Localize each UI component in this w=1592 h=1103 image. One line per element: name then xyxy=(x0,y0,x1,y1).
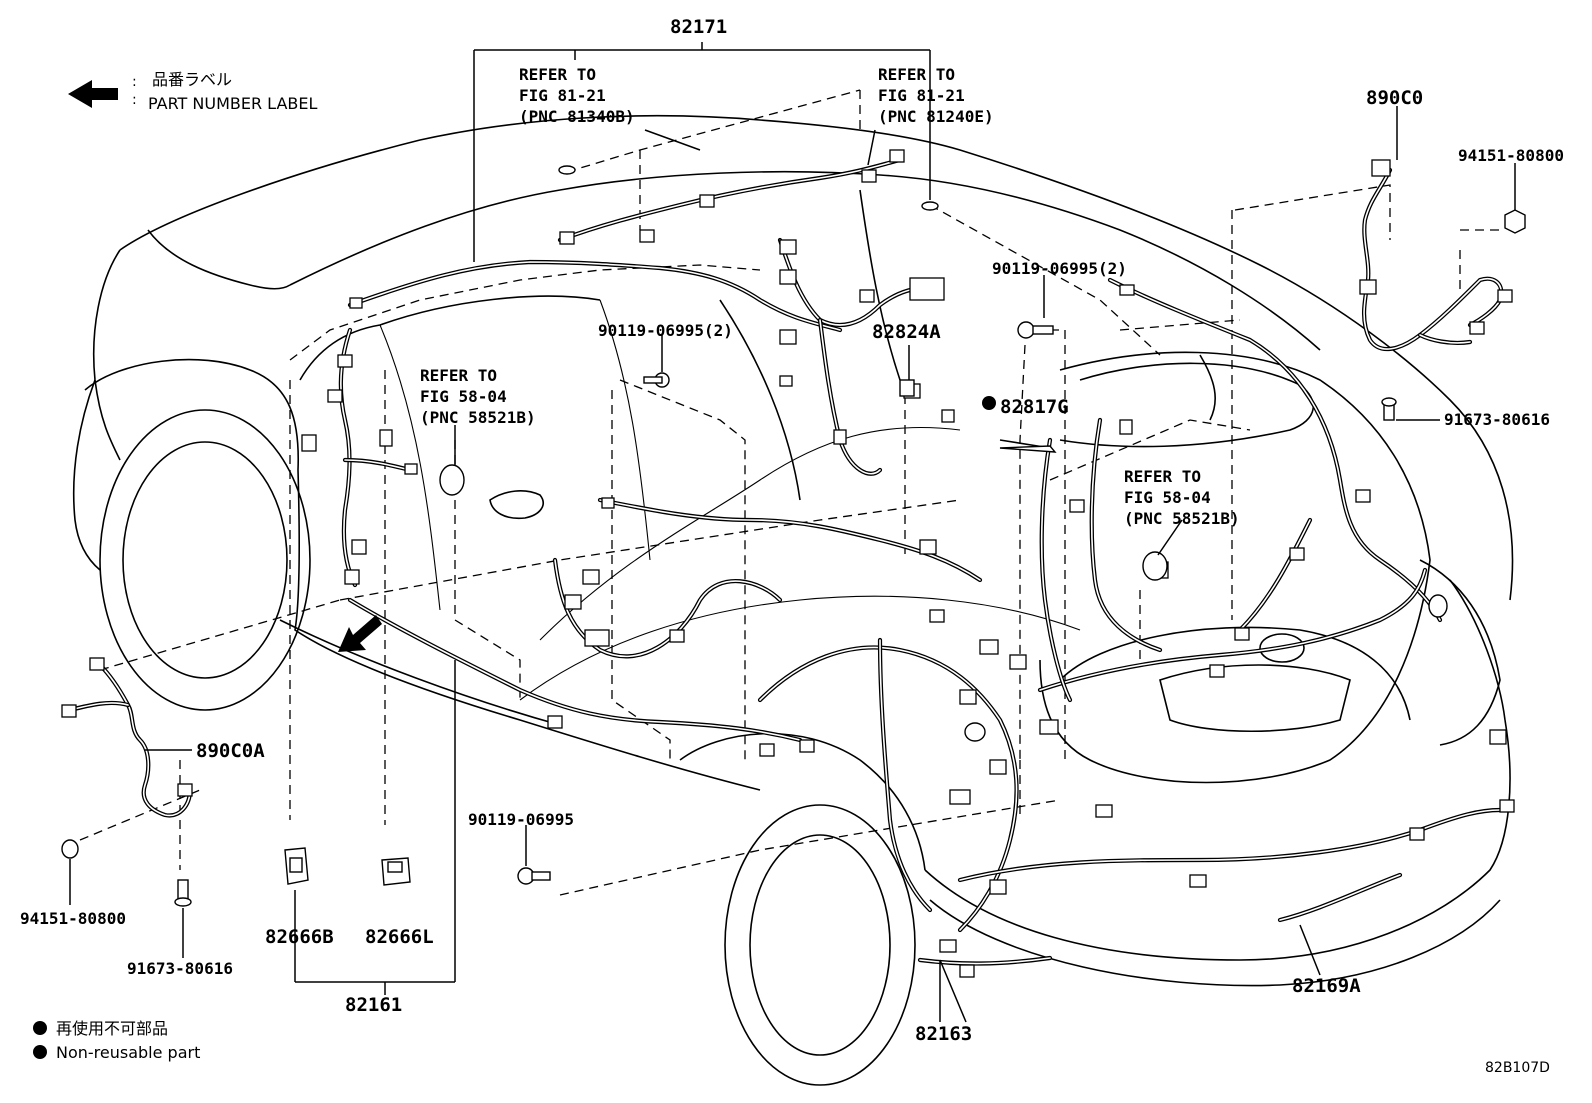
ref-line: (PNC 58521B) xyxy=(1124,509,1240,528)
part-label-82817G[interactable]: 82817G xyxy=(1000,396,1069,418)
part-label-82161[interactable]: 82161 xyxy=(345,994,402,1016)
part-label-91673-lower[interactable]: 91673-80616 xyxy=(127,959,233,978)
ref-line: REFER TO xyxy=(878,65,955,84)
legend-non-reusable-en: Non-reusable part xyxy=(56,1043,200,1062)
part-label-82824A[interactable]: 82824A xyxy=(872,321,941,343)
ref-note-3: REFER TO FIG 58-04 (PNC 58521B) xyxy=(420,366,536,427)
legend-separator-bottom: : xyxy=(132,92,137,108)
legend-label-en: PART NUMBER LABEL xyxy=(148,94,317,113)
part-numbers: 82171 890C0 94151-80800 90119-06995(2) 8… xyxy=(20,16,1564,1045)
ref-line: REFER TO xyxy=(420,366,497,385)
part-label-91673-right[interactable]: 91673-80616 xyxy=(1444,410,1550,429)
part-label-82171[interactable]: 82171 xyxy=(670,16,727,38)
reference-notes: REFER TO FIG 81-21 (PNC 81340B) REFER TO… xyxy=(420,65,1240,528)
ref-note-2: REFER TO FIG 81-21 (PNC 81240E) xyxy=(878,65,994,126)
ref-line: FIG 81-21 xyxy=(878,86,965,105)
part-label-90119-lower[interactable]: 90119-06995 xyxy=(468,810,574,829)
part-label-890C0A[interactable]: 890C0A xyxy=(196,740,265,762)
part-label-82666B[interactable]: 82666B xyxy=(265,926,334,948)
part-label-arrow-icon xyxy=(68,80,118,108)
non-reusable-dot-icon xyxy=(33,1021,47,1035)
part-label-90119-2-upper[interactable]: 90119-06995(2) xyxy=(992,259,1127,278)
legend-label-jp: 品番ラベル xyxy=(152,70,232,89)
car-body-outline xyxy=(72,114,1514,1086)
location-arrow-icon xyxy=(338,615,382,652)
part-label-90119-2-mid[interactable]: 90119-06995(2) xyxy=(598,321,733,340)
ref-line: FIG 58-04 xyxy=(1124,488,1211,507)
legend: 品番ラベル PART NUMBER LABEL : : 再使用不可部品 Non-… xyxy=(33,70,1550,1076)
connectors xyxy=(61,149,1515,978)
fasteners xyxy=(61,165,1526,907)
ref-note-4: REFER TO FIG 58-04 (PNC 58521B) xyxy=(1124,467,1240,528)
bolt-90119-upper xyxy=(1017,321,1054,339)
ref-line: REFER TO xyxy=(519,65,596,84)
ref-line: FIG 58-04 xyxy=(420,387,507,406)
bolt-90119-mid xyxy=(643,372,670,388)
bolt-91673-left xyxy=(174,879,192,907)
bolt-90119-lower xyxy=(517,867,551,885)
non-reusable-dot-icon xyxy=(33,1045,47,1059)
legend-separator-top: : xyxy=(132,74,137,90)
part-label-94151-lower[interactable]: 94151-80800 xyxy=(20,909,126,928)
part-label-82169A[interactable]: 82169A xyxy=(1292,975,1361,997)
ref-line: FIG 81-21 xyxy=(519,86,606,105)
wiring-harness xyxy=(67,157,1504,966)
ref-line: (PNC 58521B) xyxy=(420,408,536,427)
part-label-890C0[interactable]: 890C0 xyxy=(1366,87,1423,109)
ref-line: REFER TO xyxy=(1124,467,1201,486)
ref-note-1: REFER TO FIG 81-21 (PNC 81340B) xyxy=(519,65,635,126)
leader-lines xyxy=(69,42,1516,1023)
part-label-94151-upper[interactable]: 94151-80800 xyxy=(1458,146,1564,165)
ref-line: (PNC 81240E) xyxy=(878,107,994,126)
part-label-82666L[interactable]: 82666L xyxy=(365,926,434,948)
ref-line: (PNC 81340B) xyxy=(519,107,635,126)
dashed-reference-lines xyxy=(79,89,1500,896)
bolt-91673-right xyxy=(1381,397,1397,421)
legend-non-reusable-jp: 再使用不可部品 xyxy=(56,1019,168,1038)
part-label-82163[interactable]: 82163 xyxy=(915,1023,972,1045)
figure-id: 82B107D xyxy=(1485,1060,1550,1076)
